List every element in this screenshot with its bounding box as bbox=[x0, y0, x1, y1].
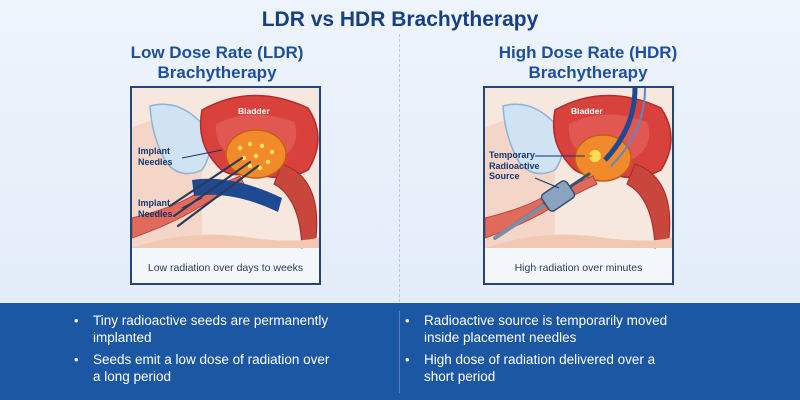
hdr-bullet-list: • Radioactive source is temporarily move… bbox=[405, 312, 705, 390]
hdr-applicator bbox=[493, 172, 591, 240]
ldr-caption: Low radiation over days to weeks bbox=[147, 262, 304, 274]
hdr-title-line2: Brachytherapy bbox=[528, 63, 648, 82]
hdr-caption: High radiation over minutes bbox=[514, 262, 643, 274]
ldr-bullet-2: • Seeds emit a low dose of radiation ove… bbox=[74, 352, 330, 384]
bullet-dot: • bbox=[74, 313, 79, 328]
ldr-implant-needles-label-bottom: Implant Needles bbox=[138, 198, 173, 219]
bullet-dot: • bbox=[405, 352, 410, 367]
bullet-dot: • bbox=[405, 313, 410, 328]
radioactive-source bbox=[589, 150, 601, 162]
ldr-title-line2: Brachytherapy bbox=[157, 63, 277, 82]
hdr-illustration: Bladder Temporary Radioactive Source Hig… bbox=[483, 86, 674, 285]
label-pointers bbox=[534, 155, 585, 189]
bottom-divider bbox=[399, 311, 400, 393]
hdr-source-label: Temporary Radioactive Source bbox=[489, 150, 540, 181]
ldr-bullet-list: • Tiny radioactive seeds are permanently… bbox=[74, 312, 374, 390]
hdr-anatomy-drawing bbox=[485, 88, 672, 249]
ldr-anatomy-drawing bbox=[132, 88, 319, 249]
bottom-band: • Tiny radioactive seeds are permanently… bbox=[0, 303, 800, 400]
ldr-illustration: Bladder Implant Needles Implant Needles … bbox=[130, 86, 321, 285]
panel-divider bbox=[399, 34, 400, 302]
ldr-title-line1: Low Dose Rate (LDR) bbox=[130, 43, 304, 62]
label-pointers bbox=[181, 149, 223, 209]
hdr-title-line1: High Dose Rate (HDR) bbox=[498, 43, 678, 62]
ldr-bullet-1: • Tiny radioactive seeds are permanently… bbox=[74, 313, 329, 345]
ldr-bladder-label: Bladder bbox=[238, 106, 270, 116]
hdr-panel-title: High Dose Rate (HDR) Brachytherapy bbox=[423, 43, 753, 83]
prostate bbox=[574, 134, 632, 182]
arrow-icon bbox=[585, 152, 593, 160]
hdr-bullet-2: • High dose of radiation delivered over … bbox=[405, 352, 656, 384]
implant-needles bbox=[168, 156, 260, 228]
page-title: LDR vs HDR Brachytherapy bbox=[261, 8, 539, 31]
hdr-bladder-label: Bladder bbox=[571, 106, 603, 116]
ldr-implant-needles-label-top: Implant Needles bbox=[138, 146, 173, 167]
bullet-dot: • bbox=[74, 352, 79, 367]
ldr-panel-title: Low Dose Rate (LDR) Brachytherapy bbox=[52, 43, 382, 83]
radioactive-seeds bbox=[237, 141, 275, 171]
hdr-bullet-1: • Radioactive source is temporarily move… bbox=[405, 313, 668, 345]
catheter bbox=[603, 88, 638, 162]
pubic-bone bbox=[149, 103, 211, 175]
